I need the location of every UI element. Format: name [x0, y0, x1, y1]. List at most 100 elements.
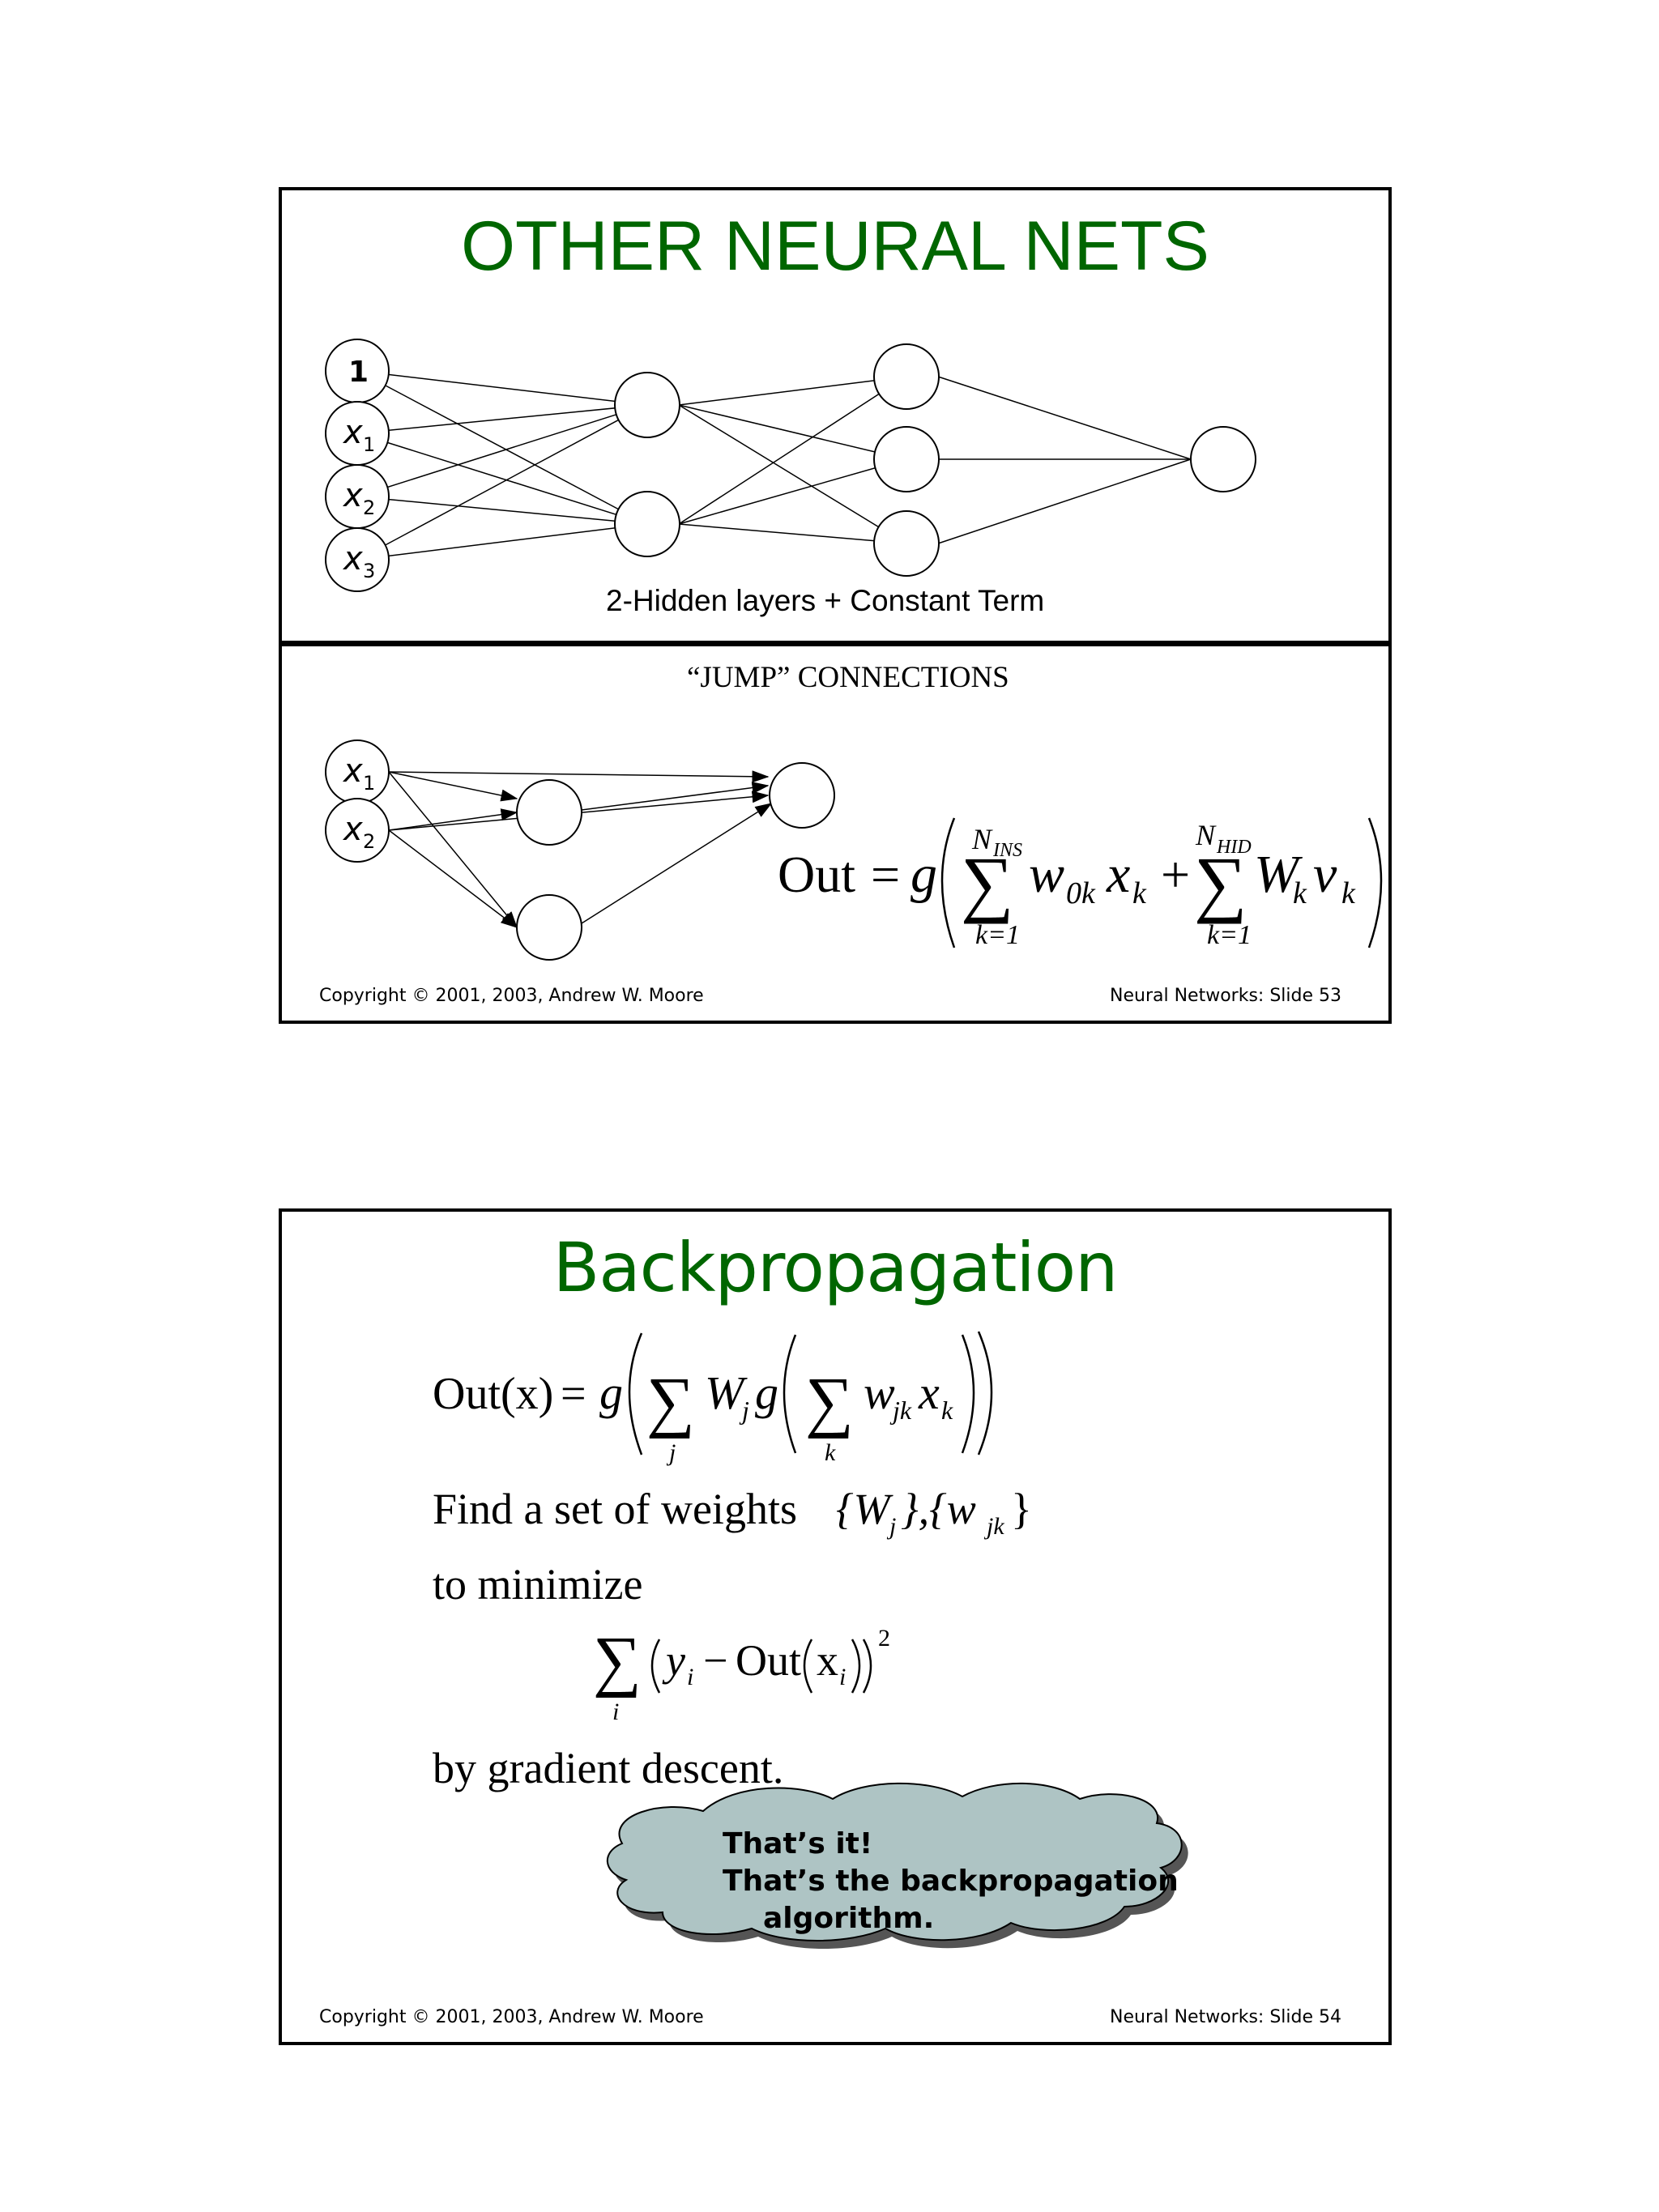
error-formula: ∑ i y i − Out x i 2 [593, 1623, 890, 1725]
sum1-upper-sub: INS [992, 840, 1022, 861]
weights-set-mid: },{w [901, 1485, 976, 1533]
jump-edges [388, 770, 773, 929]
backprop-content: Out(x) = g ∑ j W j g ∑ k w jk x k Find a… [433, 1331, 1188, 1949]
backprop-formula: Out(x) = g ∑ j W j g ∑ k w jk x k [433, 1331, 993, 1466]
slide-53: OTHER NEURAL NETS [279, 187, 1392, 1024]
sum1-sigma: ∑ [961, 842, 1014, 924]
term-x: x [918, 1366, 940, 1419]
jump-output-node [769, 762, 835, 829]
jump-connections-heading: “JUMP” CONNECTIONS [687, 661, 1009, 694]
inner-left-paren [783, 1334, 797, 1454]
slide-title: Backpropagation [552, 1228, 1119, 1307]
node-label-x: x [342, 540, 363, 578]
sum-k-index: k [825, 1439, 836, 1466]
callout-cloud: That’s it! That’s the backpropagation al… [606, 1782, 1188, 1949]
paren-right [862, 1639, 872, 1694]
term2-v: v [1313, 845, 1337, 904]
paren-inner-right [851, 1639, 861, 1694]
jump-hidden-node-1 [516, 779, 582, 846]
sum2-upper: N [1195, 819, 1217, 851]
sum1-lower: k=1 [975, 920, 1020, 950]
weights-set-jk: jk [983, 1513, 1004, 1540]
formula-g-outer: g [599, 1366, 623, 1419]
network-diagram: 1 x 1 x 2 x 3 x 1 x [325, 339, 1383, 961]
term2-vsub: k [1341, 876, 1356, 910]
sum2-sigma: ∑ [1194, 842, 1247, 924]
term-out: Out [736, 1636, 801, 1685]
term-x-sub: i [839, 1664, 846, 1690]
sum-k-sigma: ∑ [805, 1364, 854, 1439]
hidden2-node-2 [873, 426, 940, 492]
callout-line-2: That’s the backpropagation [723, 1865, 1179, 1898]
formula-lhs: Out [778, 846, 855, 903]
sum-i-index: i [612, 1698, 619, 1725]
slide-divider [282, 641, 1388, 646]
term-square: 2 [878, 1625, 890, 1652]
formula-g-inner: g [755, 1366, 778, 1419]
right-paren [1367, 817, 1383, 948]
node-label-x: x [342, 811, 363, 848]
slide-number: Neural Networks: Slide 53 [1110, 986, 1341, 1006]
jump-input-x2 [325, 798, 390, 863]
callout-line-3: algorithm. [763, 1902, 934, 1935]
formula-g: g [911, 845, 937, 904]
term-x-sub: k [941, 1396, 953, 1425]
weights-set-close: } [1011, 1485, 1032, 1533]
left-paren [940, 817, 956, 948]
paren-left [650, 1639, 661, 1694]
term2-sub: k [1293, 876, 1307, 910]
term-minus: − [703, 1636, 727, 1685]
input-node-x3 [325, 527, 390, 592]
formula-equals: = [561, 1369, 586, 1419]
term-y-sub: i [687, 1664, 693, 1690]
sum2-lower: k=1 [1207, 920, 1252, 950]
node-label-x: x [342, 414, 363, 451]
to-minimize-text: to minimize [433, 1560, 642, 1609]
diagram-caption: 2-Hidden layers + Constant Term [606, 584, 1045, 617]
term-x: x [817, 1636, 838, 1685]
copyright: Copyright © 2001, 2003, Andrew W. Moore [319, 986, 704, 1006]
formula-plus: + [1161, 846, 1190, 903]
formula-equals: = [871, 846, 900, 903]
term-w: w [864, 1366, 895, 1419]
outer-right-paren [977, 1331, 993, 1455]
weights-set-open: {W [836, 1485, 894, 1533]
hidden1-node-2 [614, 491, 680, 557]
term1-sub: 0k [1066, 876, 1096, 910]
find-weights-text: Find a set of weights [433, 1485, 797, 1533]
by-gradient-descent-text: by gradient descent. [433, 1744, 783, 1792]
sum1-upper: N [971, 823, 993, 855]
slide-number: Neural Networks: Slide 54 [1110, 2007, 1341, 2027]
weights-set: Find a set of weights {W j },{w jk } [433, 1485, 1032, 1540]
copyright: Copyright © 2001, 2003, Andrew W. Moore [319, 2007, 704, 2027]
sum-i-sigma: ∑ [593, 1623, 642, 1698]
term1-xsub: k [1132, 876, 1147, 910]
term-y: y [662, 1636, 685, 1685]
hidden2-node-1 [873, 343, 940, 410]
output-node [1190, 426, 1256, 492]
paren-inner-left [803, 1639, 813, 1694]
node-label-x: x [342, 752, 363, 790]
network-edges [357, 370, 1192, 560]
inner-right-paren [961, 1334, 975, 1454]
sum2-upper-sub: HID [1216, 837, 1252, 858]
term2-W: W [1254, 845, 1303, 904]
sum-j-sigma: ∑ [646, 1364, 695, 1439]
term1-x: x [1106, 845, 1130, 904]
weights-set-j: j [886, 1513, 896, 1540]
outer-left-paren [628, 1332, 643, 1455]
term-w-sub: jk [889, 1396, 912, 1425]
hidden2-node-3 [873, 510, 940, 577]
slide-title: OTHER NEURAL NETS [461, 207, 1209, 285]
node-label-sub: 3 [363, 560, 375, 582]
node-label-sub: 2 [363, 497, 375, 519]
node-label-sub: 1 [363, 772, 375, 795]
term-W: W [705, 1366, 748, 1419]
slide-54: Backpropagation Out(x) = g ∑ j W j g ∑ k… [279, 1208, 1392, 2045]
term-W-sub: j [739, 1396, 749, 1425]
node-label-sub: 1 [363, 433, 375, 456]
node-label-x: x [342, 477, 363, 514]
node-label-constant: 1 [348, 356, 369, 389]
hidden1-node-1 [614, 372, 680, 438]
jump-hidden-node-2 [516, 894, 582, 961]
